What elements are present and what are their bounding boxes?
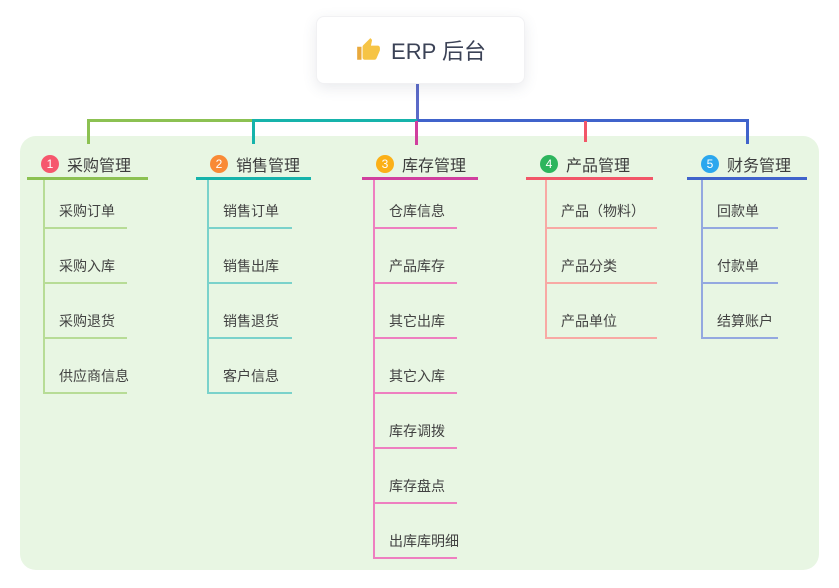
connector-drop-purchase: [87, 119, 90, 144]
thumbs-up-icon: [357, 38, 380, 60]
child-node[interactable]: 产品（物料）: [547, 180, 657, 229]
connector-drop-finance: [746, 119, 749, 144]
child-node[interactable]: 产品单位: [547, 284, 657, 339]
branch-label: 产品管理: [566, 157, 631, 175]
branch-sales: 2 销售管理 销售订单 销售出库 销售退货 客户信息: [196, 150, 311, 394]
child-node[interactable]: 采购入库: [45, 229, 127, 284]
child-node[interactable]: 销售订单: [209, 180, 292, 229]
branch-children: 回款单 付款单 结算账户: [701, 180, 807, 339]
child-node[interactable]: 销售退货: [209, 284, 292, 339]
connector-bus-blue: [417, 119, 747, 122]
branch-children: 采购订单 采购入库 采购退货 供应商信息: [43, 180, 148, 394]
branch-header-product[interactable]: 4 产品管理: [526, 150, 653, 180]
child-node[interactable]: 库存调拨: [375, 394, 457, 449]
branch-finance: 5 财务管理 回款单 付款单 结算账户: [687, 150, 807, 339]
root-node-label: ERP 后台: [391, 39, 486, 64]
child-node[interactable]: 仓库信息: [375, 180, 457, 229]
branch-header-sales[interactable]: 2 销售管理: [196, 150, 311, 180]
connector-root: [416, 82, 419, 121]
root-node[interactable]: ERP 后台: [316, 16, 525, 84]
branch-badge: 4: [540, 154, 558, 173]
child-node[interactable]: 客户信息: [209, 339, 292, 394]
child-node[interactable]: 其它出库: [375, 284, 457, 339]
child-node[interactable]: 产品库存: [375, 229, 457, 284]
branch-purchase: 1 采购管理 采购订单 采购入库 采购退货 供应商信息: [27, 150, 148, 394]
mindmap-panel: [20, 136, 819, 570]
branch-label: 销售管理: [236, 157, 301, 175]
child-node[interactable]: 结算账户: [703, 284, 778, 339]
branch-badge: 2: [210, 154, 228, 173]
branch-children: 销售订单 销售出库 销售退货 客户信息: [207, 180, 311, 394]
branch-children: 仓库信息 产品库存 其它出库 其它入库 库存调拨 库存盘点 出库库明细: [373, 180, 478, 559]
connector-bus-teal: [253, 119, 417, 122]
child-node[interactable]: 销售出库: [209, 229, 292, 284]
branch-header-finance[interactable]: 5 财务管理: [687, 150, 807, 180]
branch-badge: 5: [701, 154, 719, 173]
connector-drop-sales: [252, 119, 255, 144]
child-node[interactable]: 产品分类: [547, 229, 657, 284]
branch-badge: 3: [376, 154, 394, 173]
branch-header-purchase[interactable]: 1 采购管理: [27, 150, 148, 180]
connector-bus-green: [87, 119, 253, 122]
child-node[interactable]: 库存盘点: [375, 449, 457, 504]
branch-label: 采购管理: [67, 157, 132, 175]
branch-badge: 1: [41, 154, 59, 173]
branch-label: 库存管理: [402, 157, 467, 175]
connector-drop-product: [584, 121, 587, 142]
child-node[interactable]: 采购订单: [45, 180, 127, 229]
branch-children: 产品（物料） 产品分类 产品单位: [545, 180, 657, 339]
branch-product: 4 产品管理 产品（物料） 产品分类 产品单位: [526, 150, 657, 339]
connector-drop-inventory: [415, 121, 418, 145]
branch-header-inventory[interactable]: 3 库存管理: [362, 150, 478, 180]
branch-inventory: 3 库存管理 仓库信息 产品库存 其它出库 其它入库 库存调拨 库存盘点 出库库…: [362, 150, 478, 559]
child-node[interactable]: 回款单: [703, 180, 778, 229]
branch-label: 财务管理: [727, 157, 792, 175]
child-node[interactable]: 其它入库: [375, 339, 457, 394]
child-node[interactable]: 出库库明细: [375, 504, 459, 559]
child-node[interactable]: 采购退货: [45, 284, 127, 339]
child-node[interactable]: 供应商信息: [45, 339, 129, 394]
child-node[interactable]: 付款单: [703, 229, 778, 284]
